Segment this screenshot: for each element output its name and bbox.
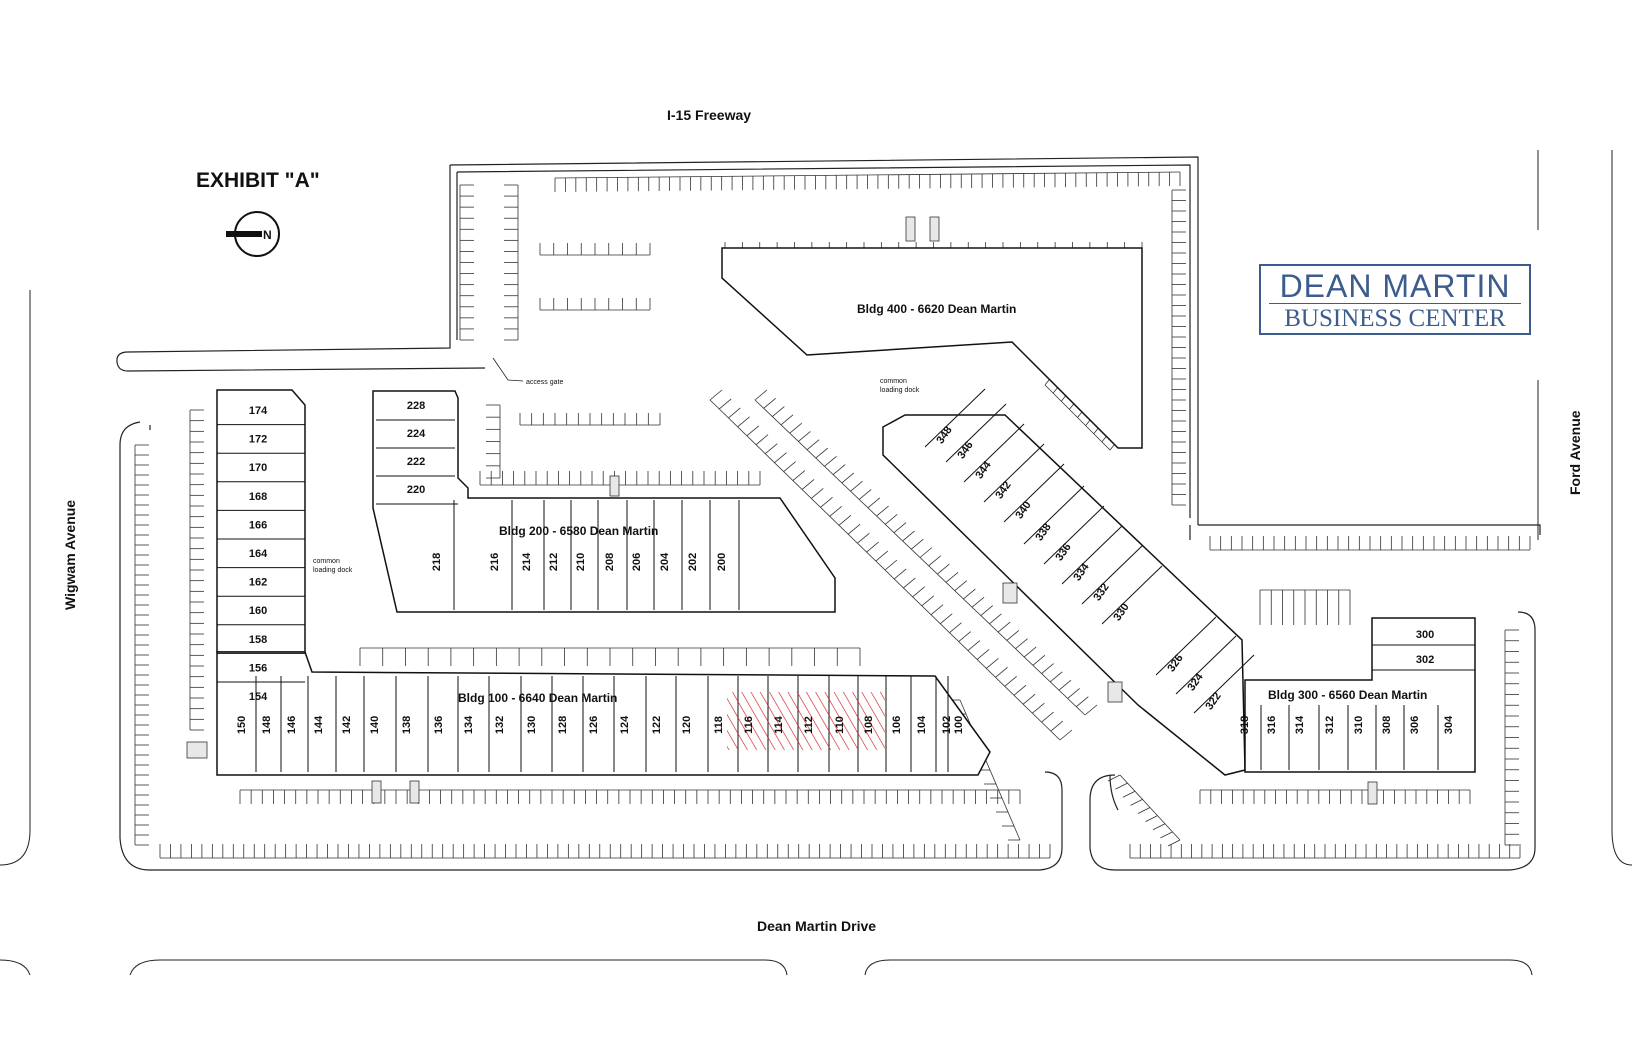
bldg100-west-wing [216, 389, 306, 653]
unit-label-224: 224 [407, 428, 426, 440]
unit-label-222: 222 [407, 456, 425, 468]
unit-label-156: 156 [249, 662, 267, 674]
unit-label-314: 314 [1294, 715, 1306, 734]
road-lines [0, 150, 1632, 976]
access-gate-arrow [492, 357, 524, 382]
loading-dock-note-4: loading dock [880, 387, 920, 394]
bldg200-label: Bldg 200 - 6580 Dean Martin [499, 524, 658, 538]
loading-dock-note-3: common [880, 378, 907, 385]
unit-label-214: 214 [521, 552, 533, 571]
unit-label-138: 138 [401, 716, 413, 734]
exhibit-title: EXHIBIT "A" [196, 169, 320, 192]
unit-label-136: 136 [433, 716, 445, 734]
highlighted-units-area [727, 692, 885, 750]
unit-label-202: 202 [687, 553, 699, 571]
unit-label-126: 126 [588, 716, 600, 734]
unit-label-154: 154 [249, 691, 268, 703]
parking-stalls [134, 171, 1531, 859]
unit-partitions [217, 388, 1475, 772]
unit-label-158: 158 [249, 634, 267, 646]
business-center-logo: DEAN MARTIN BUSINESS CENTER [1259, 264, 1531, 335]
loading-dock-markers [186, 216, 1378, 805]
unit-label-312: 312 [1324, 716, 1336, 734]
road-label-west: Wigwam Avenue [62, 500, 78, 610]
bldg100-label: Bldg 100 - 6640 Dean Martin [458, 691, 617, 705]
logo-line-1: DEAN MARTIN [1279, 268, 1511, 304]
unit-label-124: 124 [619, 715, 631, 734]
bldg300-label: Bldg 300 - 6560 Dean Martin [1268, 688, 1427, 702]
unit-label-148: 148 [261, 716, 273, 734]
unit-label-308: 308 [1381, 716, 1393, 734]
unit-label-134: 134 [463, 715, 475, 734]
unit-label-172: 172 [249, 434, 267, 446]
unit-label-120: 120 [681, 716, 693, 734]
buildings [216, 247, 1476, 776]
unit-label-170: 170 [249, 462, 267, 474]
unit-label-208: 208 [604, 553, 616, 571]
bldg400 [721, 247, 1143, 449]
unit-label-174: 174 [249, 405, 268, 417]
unit-label-130: 130 [526, 716, 538, 734]
unit-label-220: 220 [407, 484, 425, 496]
unit-label-210: 210 [575, 553, 587, 571]
unit-label-216: 216 [489, 553, 501, 571]
unit-label-206: 206 [631, 553, 643, 571]
unit-label-228: 228 [407, 400, 425, 412]
unit-label-122: 122 [651, 716, 663, 734]
unit-label-150: 150 [236, 716, 248, 734]
road-label-north: I-15 Freeway [667, 107, 751, 123]
unit-label-110: 110 [834, 716, 846, 734]
unit-label-306: 306 [1409, 716, 1421, 734]
unit-label-304: 304 [1443, 715, 1455, 734]
unit-label-218: 218 [431, 553, 443, 571]
unit-label-118: 118 [713, 716, 725, 734]
bldg200 [372, 390, 836, 613]
bldg400-label: Bldg 400 - 6620 Dean Martin [857, 302, 1016, 316]
road-label-south: Dean Martin Drive [757, 918, 876, 934]
unit-label-106: 106 [891, 716, 903, 734]
unit-label-166: 166 [249, 519, 267, 531]
unit-label-310: 310 [1353, 716, 1365, 734]
loading-dock-note-2: loading dock [313, 567, 353, 574]
north-marker-label: N [263, 228, 272, 242]
unit-label-316: 316 [1266, 716, 1278, 734]
north-arrow: N [226, 211, 280, 257]
unit-label-116: 116 [743, 716, 755, 734]
unit-label-160: 160 [249, 605, 267, 617]
unit-label-104: 104 [916, 715, 928, 734]
unit-label-302: 302 [1416, 654, 1434, 666]
unit-label-102: 102 [941, 716, 953, 734]
unit-label-162: 162 [249, 577, 267, 589]
site-boundary [116, 156, 1541, 871]
bldg300-east [1244, 617, 1476, 773]
unit-label-168: 168 [249, 491, 267, 503]
logo-line-2: BUSINESS CENTER [1284, 305, 1506, 332]
logo-divider [1269, 303, 1521, 304]
unit-label-142: 142 [341, 716, 353, 734]
unit-label-164: 164 [249, 548, 268, 560]
unit-label-114: 114 [773, 715, 785, 734]
unit-label-128: 128 [557, 716, 569, 734]
unit-label-144: 144 [313, 715, 325, 734]
unit-label-100: 100 [953, 716, 965, 734]
unit-label-204: 204 [659, 552, 671, 571]
unit-label-140: 140 [369, 716, 381, 734]
unit-label-132: 132 [494, 716, 506, 734]
unit-label-112: 112 [803, 716, 815, 734]
unit-label-108: 108 [863, 716, 875, 734]
unit-label-300: 300 [1416, 629, 1434, 641]
unit-label-200: 200 [716, 553, 728, 571]
unit-label-318: 318 [1239, 716, 1251, 734]
road-label-east: Ford Avenue [1567, 410, 1583, 495]
unit-label-146: 146 [286, 716, 298, 734]
access-gate-note: access gate [526, 379, 563, 386]
loading-dock-note-1: common [313, 558, 340, 565]
unit-label-212: 212 [548, 553, 560, 571]
